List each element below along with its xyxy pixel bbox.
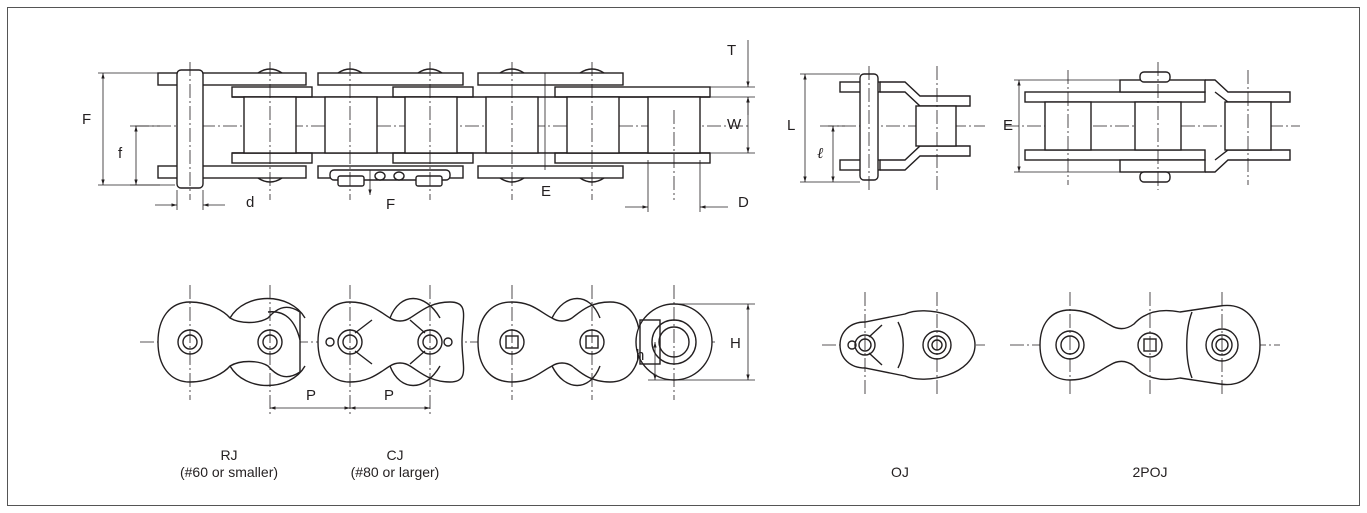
caption-cj: CJ <box>386 447 403 463</box>
dim-label-ell: ℓ <box>817 146 823 162</box>
dim-label-D: D <box>738 194 749 211</box>
caption-oj: OJ <box>891 464 909 480</box>
offset-link-top-view <box>800 66 985 190</box>
dim-label-P2: P <box>384 387 394 404</box>
dim-label-H: H <box>730 335 741 352</box>
two-pitch-offset-top-view <box>1005 62 1300 190</box>
caption-rj-note: (#60 or smaller) <box>180 464 278 480</box>
dim-label-h: h <box>636 347 644 364</box>
dim-label-d: d <box>246 194 254 211</box>
chain-top-view <box>98 40 755 212</box>
caption-cj-note: (#80 or larger) <box>351 464 440 480</box>
two-pitch-offset-side-view <box>1010 292 1280 395</box>
dim-label-P1: P <box>306 387 316 404</box>
dim-label-f: f <box>118 145 123 162</box>
offset-link-side-view <box>822 292 985 395</box>
caption-2poj: 2POJ <box>1132 464 1167 480</box>
figure-frame <box>7 7 1360 506</box>
caption-rj: RJ <box>220 447 237 463</box>
dim-label-W: W <box>727 116 742 133</box>
dim-label-E: E <box>541 183 551 200</box>
dim-label-T: T <box>727 42 736 59</box>
dim-label-F-bottom: F <box>386 196 395 213</box>
chain-side-view <box>140 285 755 415</box>
dim-label-F: F <box>82 111 91 128</box>
dim-label-E-right: E <box>1003 117 1013 134</box>
dim-label-L: L <box>787 117 795 134</box>
